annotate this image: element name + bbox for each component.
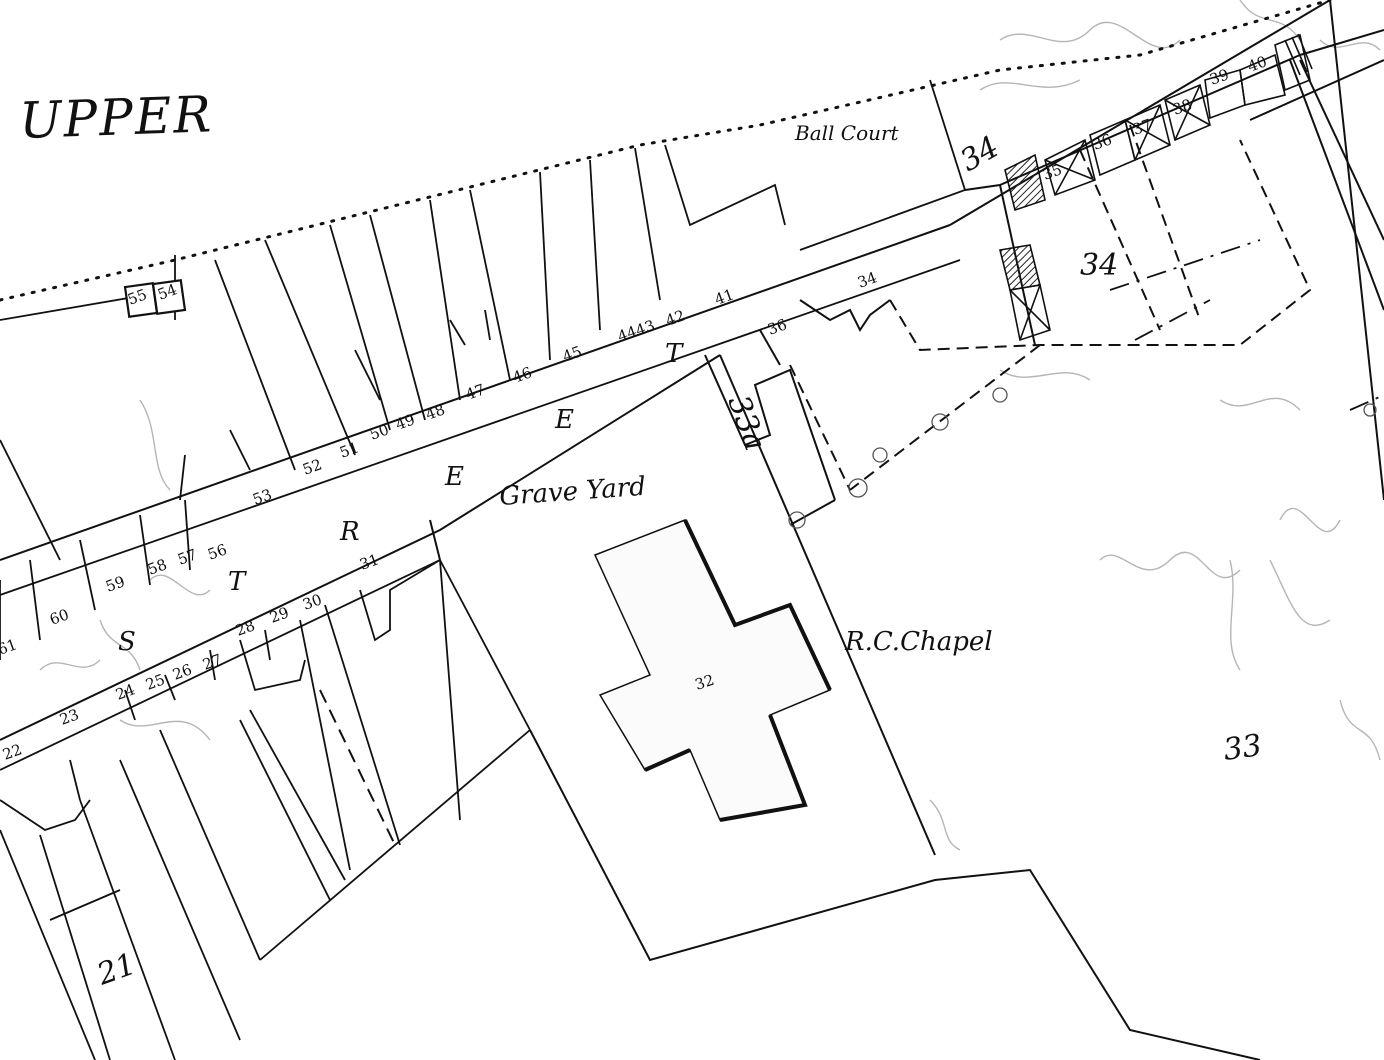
lot-34-field-label: 34 — [1080, 248, 1118, 283]
lot-number: 40 — [1245, 52, 1269, 75]
chapel-label: R.C.Chapel — [844, 627, 993, 657]
lot-number: 41 — [712, 285, 736, 308]
lot-number: 54 — [155, 280, 179, 303]
chapel-cross-shape — [593, 519, 832, 822]
lot-33-handwritten: 33 — [1221, 728, 1264, 768]
grave-yard-boundary — [429, 354, 1261, 1060]
lot-number: 51 — [337, 438, 361, 461]
chapel-lot-number: 32 — [693, 671, 717, 694]
pencil-sketch-marks — [39, 0, 1381, 851]
upper-label: UPPER — [18, 85, 213, 150]
dashed-dot-line-3 — [1349, 394, 1384, 411]
ball-court-label: Ball Court — [794, 121, 900, 145]
lot-34-mark-label: 34 — [955, 130, 1006, 179]
street-letter-t2: T — [665, 339, 684, 369]
lot-number: 24 — [113, 680, 137, 703]
lot-number: 31 — [357, 550, 381, 573]
lot-number: 56 — [205, 540, 229, 563]
lot-number: 25 — [143, 670, 167, 693]
dashed-dot-line-1 — [1109, 239, 1261, 291]
lot-number: 28 — [233, 616, 257, 639]
lot-number: 29 — [267, 603, 291, 626]
lot-number: 36 — [1090, 130, 1114, 153]
lot-number: 22 — [0, 740, 24, 763]
lot-number: 34 — [855, 268, 879, 291]
lot-number: 39 — [1207, 65, 1231, 88]
north-left-lot-numbers: 61 60 59 58 57 56 — [0, 540, 229, 658]
lot-number: 43 — [633, 316, 657, 339]
lot-33a-label: 33a — [720, 391, 772, 456]
lot-number: 47 — [463, 380, 487, 403]
lot-number: 45 — [560, 342, 584, 365]
dashed-dot-line-2 — [1134, 299, 1211, 341]
lot-number: 38 — [1170, 95, 1194, 118]
lot-number: 60 — [47, 605, 71, 628]
lot-number: 46 — [510, 363, 534, 386]
west-lot-lines — [0, 439, 191, 660]
street-letter-r: R — [339, 517, 360, 547]
east-lot-numbers: 35 36 37 38 39 40 — [1040, 52, 1269, 183]
street-letter-e1: E — [444, 462, 464, 492]
lot-number: 42 — [663, 306, 687, 329]
lot-number: 26 — [170, 660, 194, 683]
dotted-boundary — [0, 0, 1332, 302]
lot-boxes-54-55 — [123, 278, 187, 319]
lot-number: 53 — [250, 485, 274, 508]
lot-21-handwritten: 21 — [92, 947, 141, 993]
lot-number: 35 — [1040, 160, 1064, 183]
lot-number: 44 — [615, 322, 639, 345]
lot-number: 49 — [393, 410, 417, 433]
lot-number: 27 — [200, 650, 224, 673]
lot-number: 50 — [367, 420, 391, 443]
lot-36-box-label: 36 — [765, 315, 789, 338]
lot-number: 57 — [175, 545, 199, 568]
lot-number: 52 — [300, 455, 324, 478]
lot-number: 58 — [145, 555, 169, 578]
south-dashed-line — [319, 689, 396, 846]
pencil-circles — [788, 387, 1377, 529]
lot-number: 37 — [1130, 115, 1154, 138]
street-letter-s: S — [118, 627, 136, 657]
dashed-parcel-lines — [789, 124, 1312, 491]
lot-number: 59 — [103, 572, 127, 595]
lot-33a-block — [704, 299, 891, 526]
south-lot-lines — [0, 559, 531, 1060]
street-letter-t1: T — [228, 567, 247, 597]
lot-number: 61 — [0, 635, 19, 658]
lot-number: 30 — [300, 590, 324, 613]
lot-number: 48 — [423, 400, 447, 423]
east-strip-cells — [999, 33, 1313, 342]
lot-number: 55 — [125, 285, 149, 308]
lot-number: 23 — [57, 705, 81, 728]
north-lot-lines — [0, 79, 967, 596]
street-letter-e2: E — [554, 405, 574, 435]
grave-yard-label: Grave Yard — [498, 472, 647, 512]
